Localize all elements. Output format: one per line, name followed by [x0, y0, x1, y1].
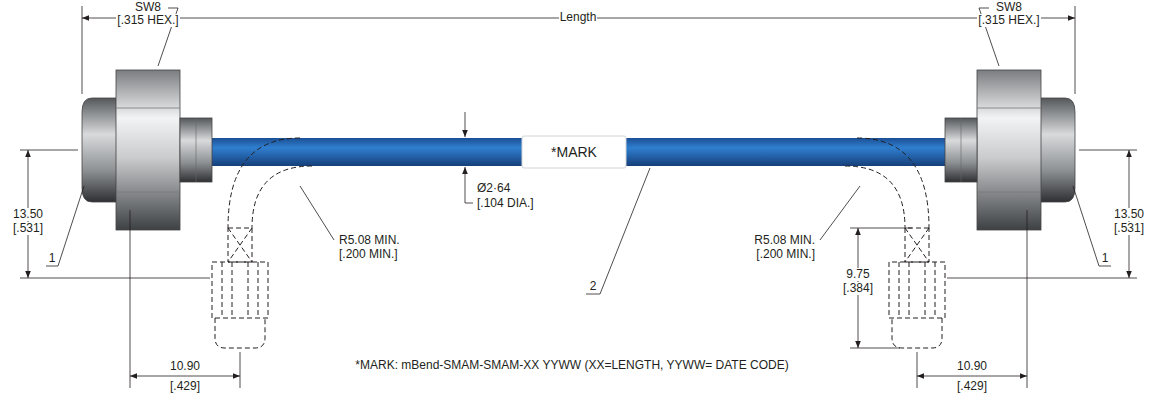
- dimension-label: [.384]: [842, 282, 874, 295]
- dimension-label: [.429]: [169, 380, 201, 393]
- hex-size: SW8: [995, 1, 1023, 14]
- mark-band: [522, 136, 626, 168]
- dimension-label: Ø2·64: [476, 182, 511, 195]
- dimension-label: [.531]: [12, 222, 44, 235]
- mark-note: *MARK: mBend-SMAM-SMAM-XX YYWW (XX=LENGT…: [354, 359, 789, 372]
- dimension-label: 10.90: [169, 360, 201, 373]
- dimension-label: 13.50: [1113, 208, 1145, 221]
- callout-number: 1: [48, 252, 57, 265]
- dimension-label: [.200 MIN.]: [755, 248, 816, 261]
- dimension-label: [.200 MIN.]: [338, 248, 399, 261]
- dimension-label: [.531]: [1113, 222, 1145, 235]
- dimension-lines: [82, 18, 1075, 348]
- dimension-label: 10.90: [956, 360, 988, 373]
- callout-number: 1: [1101, 252, 1110, 265]
- dimension-label: 9.75: [845, 268, 870, 281]
- sma-connector: [20, 6, 312, 388]
- dimension-label: R5.08 MIN.: [753, 234, 816, 247]
- sma-connector-right: [845, 6, 1137, 388]
- hex-size: [.315 HEX.]: [116, 14, 179, 27]
- dimension-label: Length: [559, 11, 598, 24]
- callout-number: 2: [589, 280, 598, 293]
- hex-size: [.315 HEX.]: [977, 14, 1040, 27]
- dimension-label: 13.50: [12, 208, 44, 221]
- hex-size: SW8: [134, 1, 162, 14]
- cable-mark: *MARK: [550, 144, 598, 160]
- dimension-label: [.104 DIA.]: [476, 197, 535, 210]
- dimension-label: R5.08 MIN.: [338, 234, 401, 247]
- dimension-label: [.429]: [956, 380, 988, 393]
